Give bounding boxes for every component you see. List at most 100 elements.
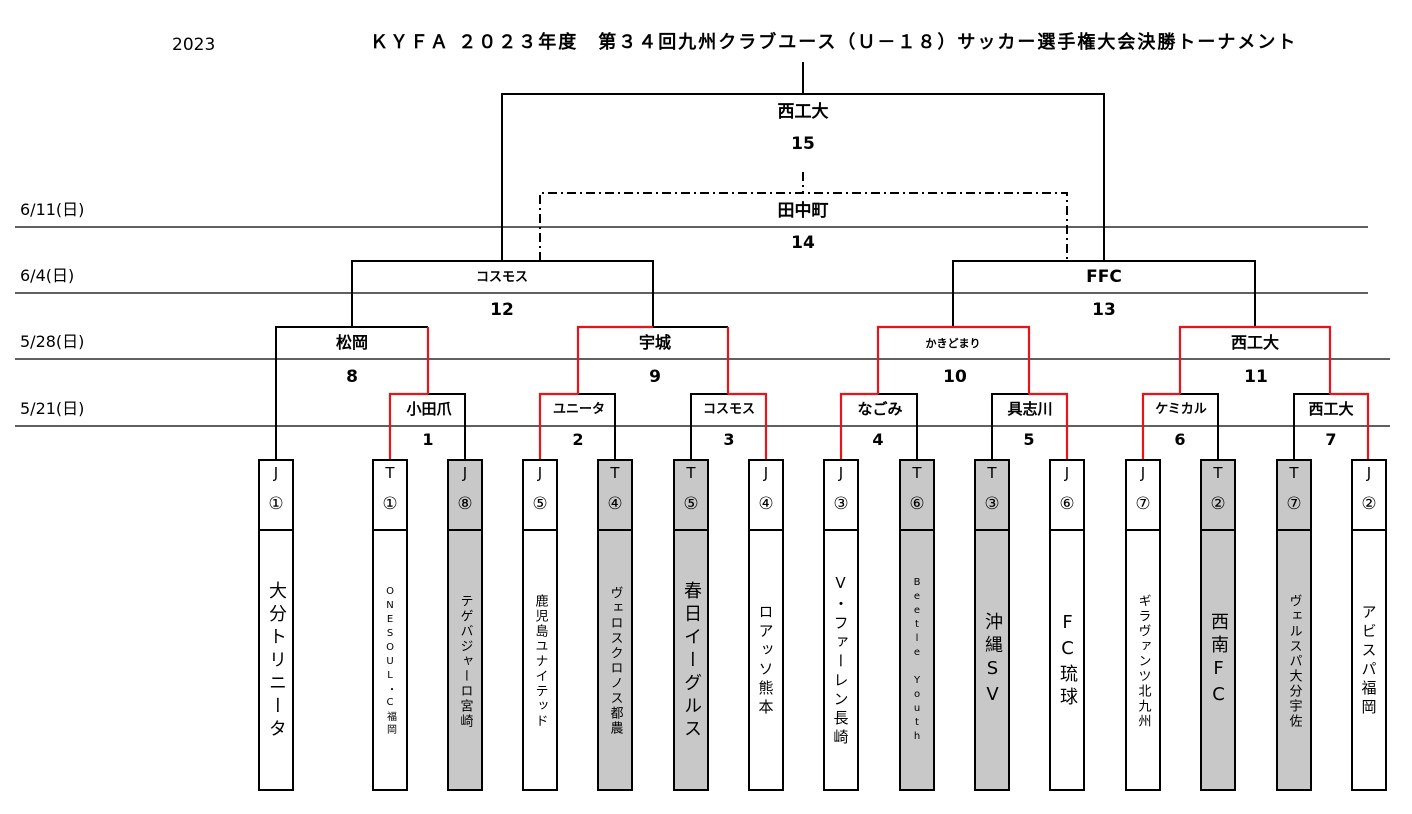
team-box-tegevajaro-miyazaki: J ⑧ テゲバジャーロ宮崎: [447, 459, 483, 791]
team-box-giravanz-kitakyushu: J ⑦ ギラヴァンツ北九州: [1125, 459, 1161, 791]
match-5-winner: 具志川: [1007, 400, 1052, 418]
team-category: T: [1289, 464, 1299, 482]
match-7-winner: 西工大: [1308, 400, 1353, 418]
match-6-winner: ケミカル: [1155, 402, 1207, 417]
team-name: ヴェルスパ大分宇佐: [1286, 593, 1302, 729]
match-14-number: 14: [791, 233, 815, 253]
winner-path-2: [538, 392, 578, 459]
team-name: Beetle Youth: [911, 577, 923, 745]
team-seed: ④: [607, 494, 623, 514]
match-12-winner: コスモス: [476, 270, 528, 285]
match-14-winner: 田中町: [778, 200, 829, 221]
match-15-winner: 西工大: [778, 101, 829, 122]
bracket-r1-5-left: [991, 393, 1029, 459]
team-seed: ⑤: [532, 494, 548, 514]
bracket-r1-1-right: [428, 393, 466, 459]
team-box-v-varen-nagasaki: J ③ V・ファーレン長崎: [823, 459, 859, 791]
team-category: T: [987, 464, 997, 482]
team-seed: ⑦: [1135, 494, 1151, 514]
match-8-winner: 松岡: [336, 333, 368, 352]
team-box-kagoshima-united: J ⑤ 鹿児島ユナイテッド: [522, 459, 558, 791]
team-category: J: [462, 464, 468, 482]
team-name: ヴェロスクロノス都農: [607, 586, 623, 736]
team-name: 西南FC: [1208, 612, 1229, 710]
team-category: T: [385, 464, 395, 482]
team-seed: ③: [984, 494, 1000, 514]
team-box-seinan-fc: T ② 西南FC: [1200, 459, 1236, 791]
team-box-beetle-youth: T ⑥ Beetle Youth: [899, 459, 935, 791]
match-4-number: 4: [872, 430, 883, 449]
team-seed: ②: [1210, 494, 1226, 514]
team-category: J: [1140, 464, 1146, 482]
date-label-6-11: 6/11(日): [20, 200, 85, 219]
team-box-kasuga-eagles: T ⑤ 春日イーグルス: [673, 459, 709, 791]
match-11-winner: 西工大: [1231, 333, 1279, 352]
team-box-fc-ryukyu: J ⑥ FC琉球: [1049, 459, 1085, 791]
team-seed: ①: [268, 494, 284, 514]
match-1-number: 1: [422, 430, 433, 449]
match-13-number: 13: [1092, 300, 1116, 320]
team-box-roasso-kumamoto: J ④ ロアッソ熊本: [748, 459, 784, 791]
bracket-r1-2-right: [578, 393, 616, 459]
bracket-semi-13: [952, 260, 1256, 327]
match-10-number: 10: [943, 367, 967, 387]
team-name: V・ファーレン長崎: [831, 574, 850, 748]
match-1-winner: 小田爪: [406, 400, 452, 418]
winner-path-7: [1330, 392, 1370, 459]
team-seed: ⑥: [1059, 494, 1075, 514]
team-category: J: [1366, 464, 1372, 482]
team-seed: ⑥: [909, 494, 925, 514]
bracket-r1-7-left: [1293, 393, 1330, 459]
bracket-qf-8-left: [275, 326, 428, 459]
match-11-number: 11: [1244, 367, 1268, 387]
bracket-r1-6-right: [1180, 393, 1219, 459]
winner-path-9: [576, 325, 653, 394]
match-10-winner: かきどまり: [926, 337, 981, 350]
team-seed: ③: [833, 494, 849, 514]
winner-path-11b: [1255, 325, 1332, 394]
team-box-onesoul-c-fukuoka: T ① ONESOUL・C福岡: [372, 459, 408, 791]
team-name: 春日イーグルス: [681, 580, 702, 742]
team-category: J: [838, 464, 844, 482]
team-category: J: [537, 464, 543, 482]
team-category: T: [686, 464, 696, 482]
year-label: 2023: [172, 35, 216, 55]
bracket-r1-3-left: [690, 393, 728, 459]
date-label-5-21: 5/21(日): [20, 399, 85, 418]
team-seed: ④: [758, 494, 774, 514]
team-name: テゲバジャーロ宮崎: [457, 593, 473, 729]
match-9-number: 9: [649, 367, 661, 387]
date-label-5-28: 5/28(日): [20, 332, 85, 351]
match-6-number: 6: [1174, 430, 1185, 449]
match-2-number: 2: [572, 430, 583, 449]
bracket-r1-4-right: [878, 393, 918, 459]
team-category: J: [763, 464, 769, 482]
team-name: 沖縄SV: [982, 612, 1003, 710]
winner-path-10b: [953, 325, 1031, 394]
team-name: 大分トリニータ: [266, 580, 287, 742]
team-seed: ⑧: [457, 494, 473, 514]
match-7-number: 7: [1325, 430, 1336, 449]
winner-path-1: [388, 392, 428, 459]
team-category: T: [912, 464, 922, 482]
match-12-number: 12: [490, 300, 514, 320]
match-15-number: 15: [791, 134, 815, 154]
match-13-winner: FFC: [1086, 267, 1122, 287]
page-title: ＫＹＦＡ ２０２３年度 第３４回九州クラブユース（Ｕ－１８）サッカー選手権大会決…: [370, 32, 1298, 53]
team-name: ONESOUL・C福岡: [384, 585, 396, 737]
winner-path-5: [1029, 392, 1069, 459]
winner-path-3: [728, 392, 768, 459]
date-label-6-4: 6/4(日): [20, 266, 75, 285]
bracket-semi-12: [351, 260, 654, 327]
match-3-winner: コスモス: [703, 402, 755, 417]
match-5-number: 5: [1023, 430, 1034, 449]
winner-path-11: [1178, 325, 1255, 394]
team-category: T: [1213, 464, 1223, 482]
team-seed: ⑤: [683, 494, 699, 514]
team-box-verspah-oita-usa: T ⑦ ヴェルスパ大分宇佐: [1276, 459, 1312, 791]
team-box-veros-kronos-tsuno: T ④ ヴェロスクロノス都農: [597, 459, 633, 791]
team-box-oita-trinita: J ① 大分トリニータ: [258, 459, 294, 791]
team-name: アビスパ福岡: [1359, 604, 1378, 718]
match-2-winner: ユニータ: [553, 402, 605, 417]
team-seed: ⑦: [1286, 494, 1302, 514]
